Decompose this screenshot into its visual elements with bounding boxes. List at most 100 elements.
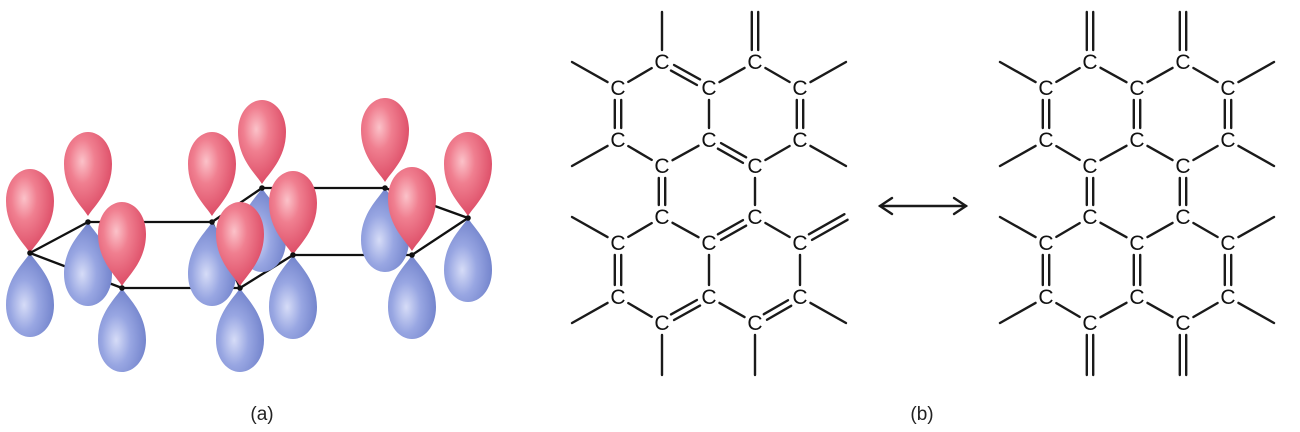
carbon-node [27,250,33,256]
carbon-atom-label: C [1175,51,1190,74]
carbon-atom-label: C [610,286,625,309]
double-bond-stub [810,218,849,242]
carbon-atom-label: C [701,129,716,152]
bond-stub [1237,215,1276,239]
carbon-atom-label: C [747,155,762,178]
carbon-atom-label: C [654,206,669,229]
carbon-atom-label: C [747,312,762,335]
carbon-atom-label: C [1038,129,1053,152]
single-bond [627,221,653,239]
p-orbital [64,132,112,306]
single-bond [1192,144,1219,162]
single-bond [718,66,746,84]
carbon-atom-label: C [1220,286,1235,309]
single-bond [1099,66,1128,84]
p-orbital-upper-lobe [188,132,236,216]
carbon-atom-label: C [701,286,716,309]
carbon-atom-label: C [1220,77,1235,100]
p-orbital [6,169,54,337]
carbon-node [382,185,388,191]
carbon-node [119,285,125,291]
carbon-node [85,219,91,225]
p-orbital [98,202,146,372]
carbon-atom-label: C [654,312,669,335]
bond-stub [570,301,609,325]
p-orbital [238,100,286,272]
carbon-atom-label: C [654,51,669,74]
single-bond [1099,221,1128,239]
p-orbital-diagram [6,98,492,372]
single-bond [764,66,791,84]
bond-stub [809,144,848,168]
p-orbital-lower-lobe [6,253,54,337]
single-bond [1192,301,1219,319]
carbon-atom-label: C [1129,286,1144,309]
carbon-atom-label: C [1082,51,1097,74]
carbon-atom-label: C [610,77,625,100]
bond-stub [1237,301,1276,325]
carbon-atom-label: C [1129,77,1144,100]
p-orbital-lower-lobe [444,218,492,302]
double-bond [716,218,745,236]
single-bond [764,144,791,162]
bond-network [998,10,1276,377]
carbon-atom-label: C [792,77,807,100]
bond-stub [998,215,1037,239]
single-bond [1055,301,1081,319]
carbon-atom-label: C [1220,232,1235,255]
carbon-atom-label: C [792,129,807,152]
caption-a: (a) [250,404,273,425]
p-orbital-upper-lobe [444,132,492,216]
p-orbital-lower-lobe [269,255,317,339]
bond-stub [570,144,609,168]
carbon-atom-label: C [1038,286,1053,309]
carbon-atom-label: C [1175,312,1190,335]
bond-network [570,10,849,377]
bond-stub [998,60,1037,84]
single-bond [1192,66,1219,84]
double-bond [762,299,790,316]
carbon-atom-label: C [747,206,762,229]
carbon-node [290,252,296,258]
carbon-atom-label: C [1129,129,1144,152]
carbon-atom-label: C [1038,232,1053,255]
single-bond [764,221,791,239]
carbon-atom-label: C [701,232,716,255]
p-orbital [361,98,409,272]
single-bond [627,66,653,84]
resonance-arrow-icon [877,196,969,216]
double-bond [669,298,699,316]
single-bond [1099,144,1128,162]
carbon-atom-label: C [792,286,807,309]
carbon-atom-label: C [1082,312,1097,335]
p-orbital-lower-lobe [98,288,146,372]
p-orbital-upper-lobe [6,169,54,253]
carbon-node [409,252,415,258]
single-bond [627,301,653,319]
carbon-node [465,215,471,221]
single-bond [1055,144,1081,162]
carbon-node [259,185,265,191]
carbon-atom-label: C [1175,206,1190,229]
single-bond [671,221,700,239]
p-orbital-upper-lobe [238,100,286,184]
single-bond [1146,221,1174,239]
carbon-atom-label: C [654,155,669,178]
single-bond [1146,66,1174,84]
carbon-atom-label: C [610,129,625,152]
carbon-atom-label: C [610,232,625,255]
p-orbital [444,132,492,302]
p-orbital [188,132,236,306]
carbon-atom-label: C [747,51,762,74]
double-bond [716,147,745,165]
single-bond [1055,221,1081,239]
p-orbital [216,202,264,372]
single-bond [1055,66,1081,84]
single-bond [718,301,746,319]
p-orbital-upper-lobe [361,98,409,182]
p-orbital [269,171,317,339]
